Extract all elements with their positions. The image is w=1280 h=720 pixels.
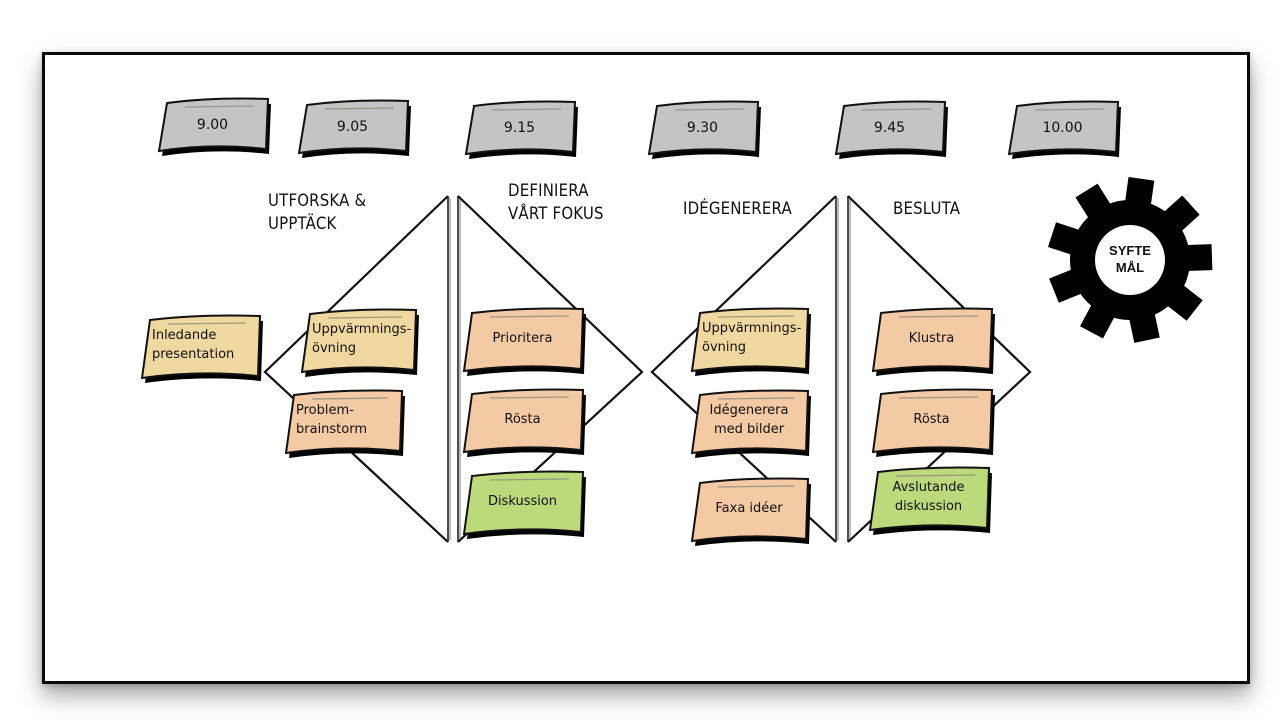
activity-note-line1: Uppvärmnings- xyxy=(312,322,412,338)
activity-note-discussion: Diskussion xyxy=(460,468,586,539)
activity-note-line1: Rösta xyxy=(913,411,950,427)
gear-label: SYFTE MÅL xyxy=(1040,175,1220,345)
activity-note-line2: övning xyxy=(312,341,356,356)
activity-note-text: Problem-brainstorm xyxy=(282,387,404,449)
activity-note-activity: Idégenerera med bilder xyxy=(688,387,811,458)
activity-note-line1: Klustra xyxy=(908,330,955,346)
activity-note-line1: Avslutande xyxy=(892,480,965,496)
activity-note-text: Inledande presentation xyxy=(138,312,262,374)
time-slot-note: 9.00 xyxy=(155,95,271,156)
activity-note-text: Diskussion xyxy=(460,468,585,530)
activity-note-line1: Faxa idéer xyxy=(715,500,783,516)
purpose-goal-gear: SYFTE MÅL xyxy=(1040,175,1220,345)
phase-heading-ideate: IDÉGENERERA xyxy=(683,198,792,221)
activity-note-line1: Rösta xyxy=(504,411,541,427)
activity-note-text: Klustra xyxy=(869,305,994,367)
activity-note-line1: Prioritera xyxy=(492,330,553,346)
activity-note-text: Idégenerera med bilder xyxy=(688,387,810,449)
phase-heading-line: UPPTÄCK xyxy=(268,213,337,234)
activity-note-line2: presentation xyxy=(152,347,235,362)
activity-note-line2: diskussion xyxy=(894,499,963,514)
phase-heading-line: UTFORSKA & xyxy=(268,191,367,211)
activity-note-activity: Problem-brainstorm xyxy=(282,387,405,458)
time-slot-label: 9.45 xyxy=(873,119,906,136)
phase-heading-line: DEFINIERA xyxy=(508,181,589,201)
gear-label-line2: MÅL xyxy=(1115,260,1145,275)
activity-note-warmup: Uppvärmnings-övning xyxy=(688,305,811,376)
activity-note-text: Uppvärmnings-övning xyxy=(688,305,810,367)
activity-note-text: Rösta xyxy=(460,386,585,448)
time-slot-note: 9.15 xyxy=(462,98,578,159)
phase-heading-line: BESLUTA xyxy=(893,199,961,219)
phase-heading-line: VÅRT FOKUS xyxy=(508,203,604,224)
time-slot-label: 9.00 xyxy=(196,116,229,133)
activity-note-line1: Diskussion xyxy=(487,493,558,509)
gear-label-line1: SYFTE xyxy=(1109,243,1151,259)
activity-note-discussion: Avslutande diskussion xyxy=(866,464,992,535)
activity-note-line1: Uppvärmnings- xyxy=(702,321,802,337)
activity-note-line1: Inledande xyxy=(152,328,217,344)
time-slot-note: 9.05 xyxy=(295,97,411,158)
time-slot-label: 9.05 xyxy=(336,118,369,135)
explore-diamond xyxy=(263,195,449,543)
phase-heading-line: IDÉGENERERA xyxy=(683,199,792,219)
activity-note-text: Faxa idéer xyxy=(688,475,810,537)
activity-note-text: Avslutande diskussion xyxy=(866,464,991,526)
activity-note-activity: Faxa idéer xyxy=(688,475,811,546)
activity-note-activity: Prioritera xyxy=(460,305,586,376)
activity-note-line2: brainstorm xyxy=(296,422,368,437)
phase-heading-decide: BESLUTA xyxy=(893,198,960,221)
time-slot-label: 9.30 xyxy=(686,119,719,136)
time-slot-label: 10.00 xyxy=(1042,119,1083,136)
activity-note-text: Rösta xyxy=(869,386,994,448)
time-slot-note: 10.00 xyxy=(1005,98,1121,159)
time-slot-note: 9.45 xyxy=(832,98,948,159)
activity-note-activity: Rösta xyxy=(869,386,995,457)
activity-note-line1: Problem- xyxy=(296,403,354,419)
activity-note-activity: Klustra xyxy=(869,305,995,376)
activity-note-text: Prioritera xyxy=(460,305,585,367)
activity-note-warmup: Uppvärmnings-övning xyxy=(298,306,419,377)
activity-note-warmup: Inledande presentation xyxy=(138,312,263,383)
activity-note-line1: Idégenerera xyxy=(709,403,789,419)
activity-note-text: Uppvärmnings-övning xyxy=(298,306,418,368)
phase-heading-explore: UTFORSKA & UPPTÄCK xyxy=(268,190,366,236)
activity-note-line2: övning xyxy=(702,340,746,355)
activity-note-line2: med bilder xyxy=(713,422,785,437)
activity-note-activity: Rösta xyxy=(460,386,586,457)
time-slot-note: 9.30 xyxy=(645,98,761,159)
gear-icon xyxy=(1047,176,1213,343)
phase-heading-define: DEFINIERA VÅRT FOKUS xyxy=(508,180,604,226)
time-slot-label: 9.15 xyxy=(503,119,536,136)
